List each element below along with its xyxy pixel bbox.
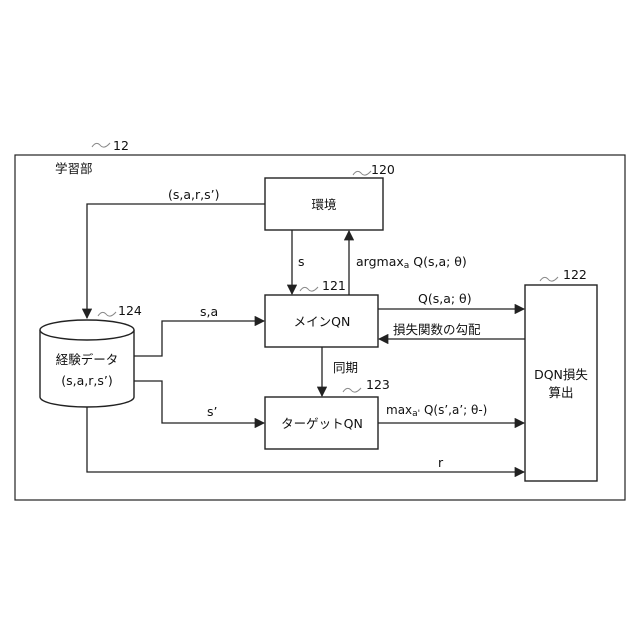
experience-ref-number: 124 (118, 303, 142, 318)
experience-label-line2: (s,a,r,s’) (61, 373, 112, 388)
experience-label-line1: 経験データ (56, 352, 119, 367)
main-qn-ref-leader (300, 287, 318, 291)
edge-store-to-target (134, 381, 264, 423)
target-qn-ref-leader (343, 388, 361, 392)
edge-store-to-target-label: s’ (207, 404, 218, 419)
main-qn-ref-number: 121 (322, 278, 346, 293)
edge-store-to-loss-label: r (438, 455, 444, 470)
dqn-loss-ref-number: 122 (563, 267, 587, 282)
target-qn-ref-number: 123 (366, 377, 390, 392)
dqn-loss-ref-leader (540, 277, 558, 281)
edge-store-to-main-label: s,a (200, 304, 218, 319)
dqn-loss-label-line1: DQN損失 (534, 367, 588, 382)
edge-env-to-store (87, 204, 265, 318)
environment-ref-leader (353, 171, 371, 175)
target-qn-label: ターゲットQN (281, 416, 363, 431)
edge-loss-to-main-label: 損失関数の勾配 (393, 322, 481, 337)
environment-label: 環境 (311, 197, 336, 212)
edge-main-to-env-label: argmaxa Q(s,a; θ) (356, 254, 467, 271)
edge-env-to-store-label: (s,a,r,s’) (168, 187, 219, 202)
edge-store-to-main (134, 321, 264, 356)
edge-env-to-main-label: s (298, 254, 305, 269)
edge-sync-label: 同期 (333, 360, 358, 375)
environment-ref-number: 120 (371, 162, 395, 177)
edge-target-to-loss-label: maxa' Q(s’,a’; θ-) (386, 403, 487, 419)
learning-unit-ref-leader (92, 143, 110, 147)
main-qn-label: メインQN (294, 314, 351, 329)
edge-main-to-loss-label: Q(s,a; θ) (418, 291, 472, 306)
learning-unit-ref-number: 12 (113, 138, 129, 153)
learning-unit-label: 学習部 (55, 161, 93, 176)
experience-ref-leader (98, 312, 116, 316)
dqn-loss-box (525, 285, 597, 481)
dqn-loss-label-line2: 算出 (548, 385, 573, 400)
